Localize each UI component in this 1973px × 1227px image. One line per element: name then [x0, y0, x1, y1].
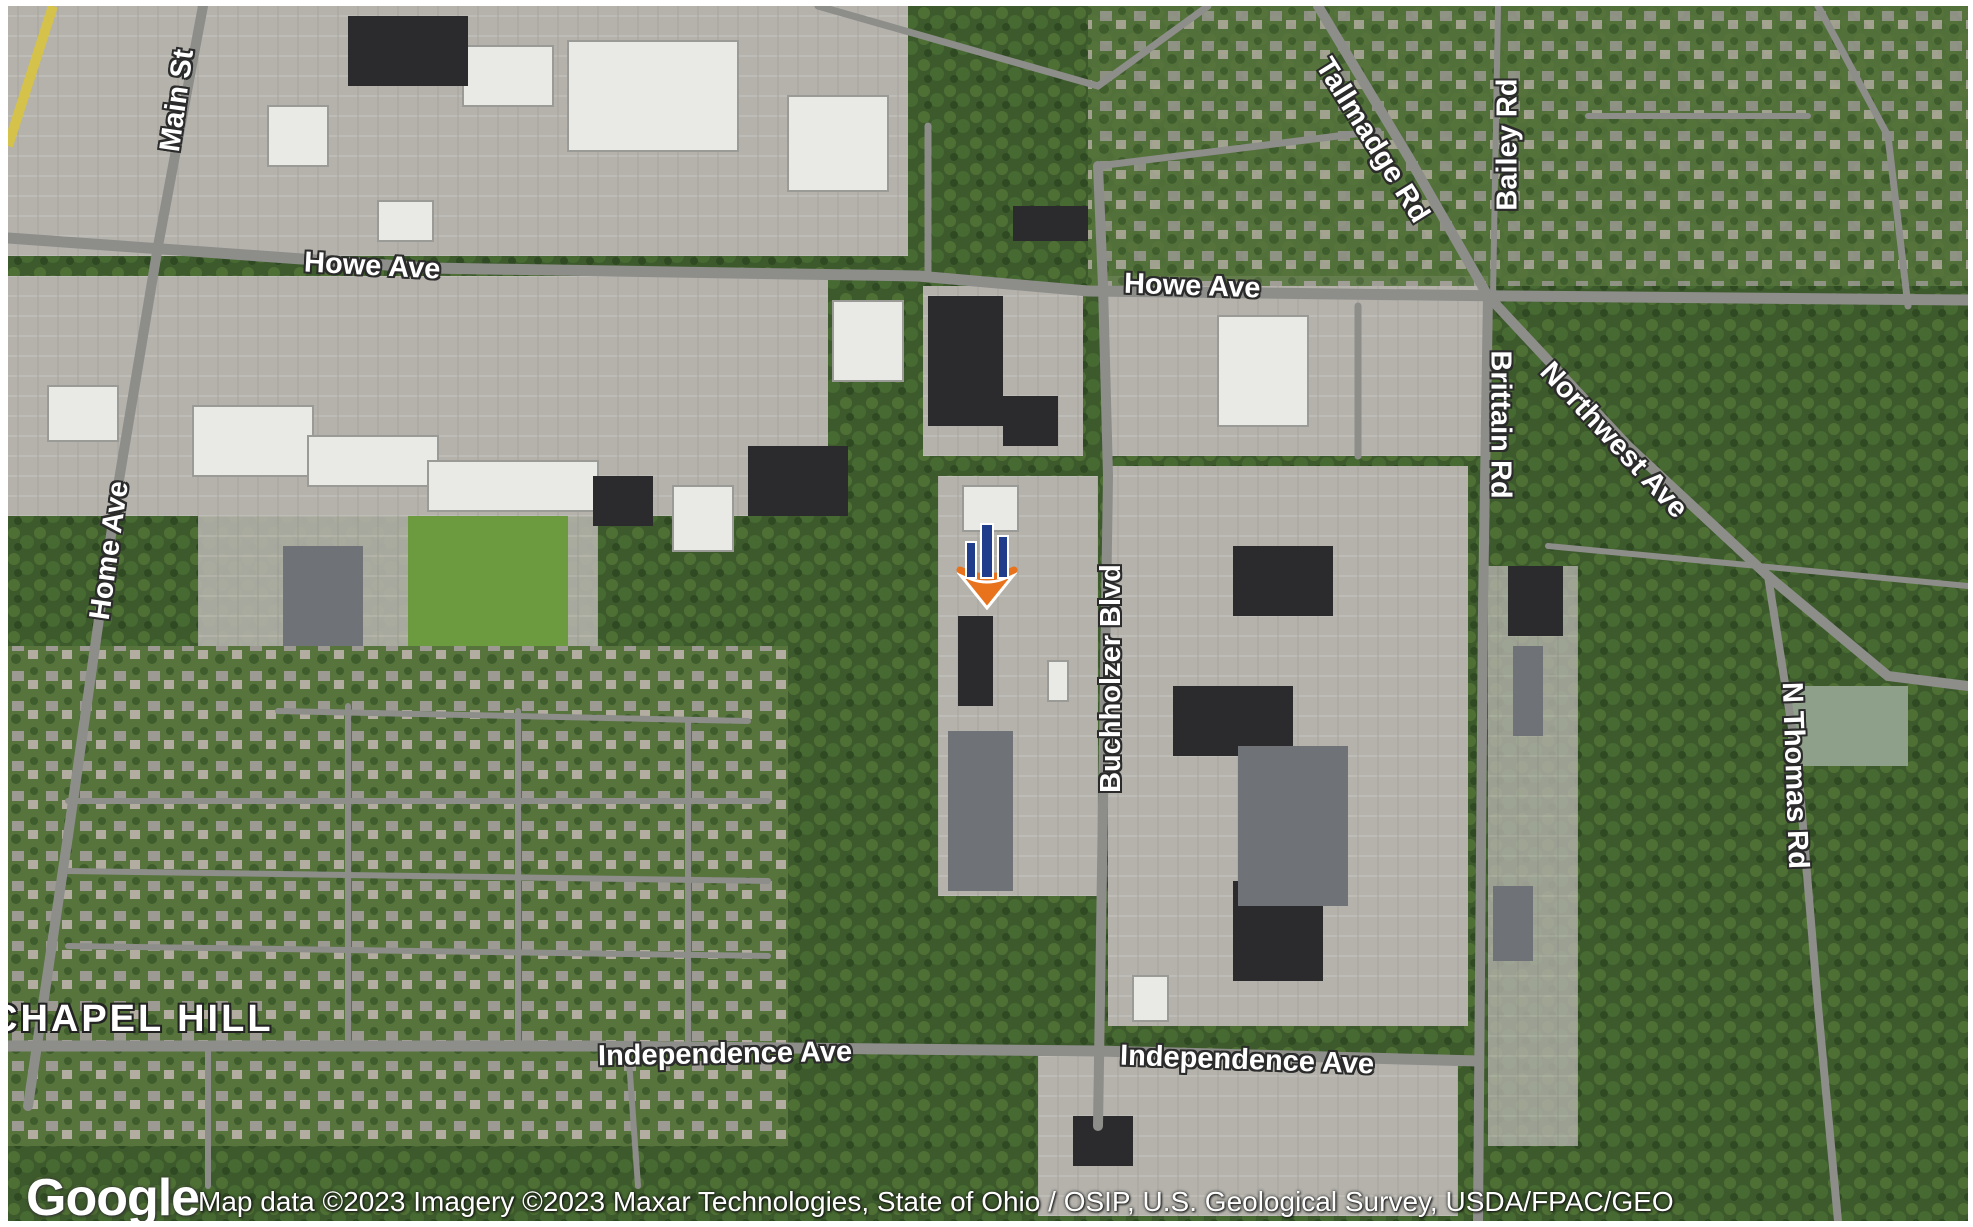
- area-label-chapel-hill: CHAPEL HILL: [8, 998, 274, 1040]
- building-location-pin-icon[interactable]: [952, 520, 1022, 611]
- map-attribution: Map data ©2023 Imagery ©2023 Maxar Techn…: [198, 1186, 1674, 1217]
- road-label-bailey-rd: Bailey Rd: [1491, 78, 1524, 211]
- google-logo: Google: [26, 1169, 200, 1221]
- road-label-brittain-rd: Brittain Rd: [1484, 350, 1517, 499]
- road-label-buchholzer-blvd: Buchholzer Blvd: [1094, 564, 1127, 793]
- satellite-map[interactable]: Main St Howe Ave Howe Ave Home Ave Tallm…: [8, 6, 1968, 1221]
- map-imagery[interactable]: [8, 6, 1968, 1221]
- road-label-independence-ave-west: Independence Ave: [597, 1035, 853, 1073]
- road-label-howe-ave-west: Howe Ave: [303, 246, 442, 286]
- road-label-howe-ave-east: Howe Ave: [1123, 267, 1261, 305]
- road-label-n-thomas-rd: N Thomas Rd: [1775, 681, 1815, 870]
